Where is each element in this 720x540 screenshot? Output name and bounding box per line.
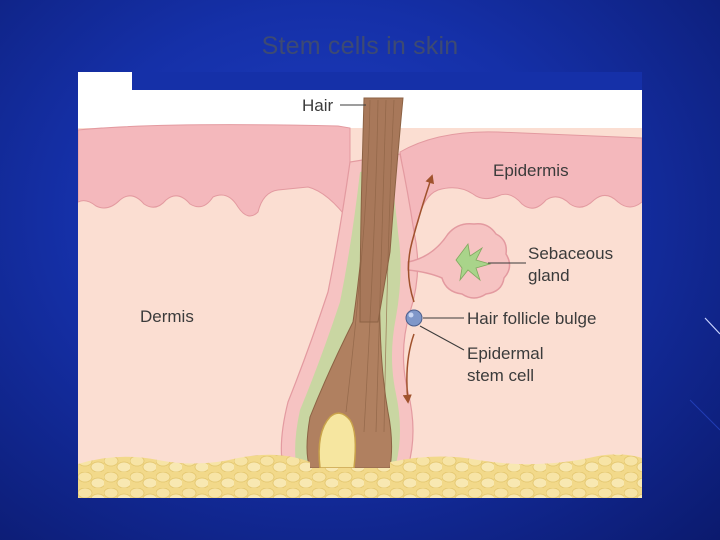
stem-cell-marker (405, 309, 423, 327)
hair-shaft (359, 97, 404, 323)
skin-diagram: Hair Epidermis Sebaceous gland Dermis Ha… (78, 72, 642, 498)
label-sebaceous-line1: Sebaceous (528, 244, 613, 263)
label-stem-line1: Epidermal (467, 344, 544, 363)
label-bulge: Hair follicle bulge (467, 309, 596, 328)
fat-layer (78, 454, 310, 498)
sebaceous-gland (407, 222, 511, 299)
migration-arrow-up (407, 174, 434, 303)
fat-layer-right (390, 454, 642, 498)
dermal-papilla (318, 412, 357, 469)
hair-strand-lines (345, 99, 395, 433)
stem-cell-highlight (408, 312, 414, 318)
skin-cross-section: Hair Epidermis Sebaceous gland Dermis Ha… (78, 72, 642, 498)
fat-layer-center (310, 468, 390, 498)
migration-arrow-down (402, 333, 415, 404)
slide-title: Stem cells in skin (261, 32, 459, 60)
stem-cell-leader-line (419, 325, 465, 351)
label-dermis: Dermis (140, 307, 194, 326)
decorative-line (704, 317, 720, 335)
epidermis-layer-right (399, 131, 642, 234)
label-epidermis: Epidermis (493, 161, 569, 180)
panel-top-strip (132, 72, 642, 90)
label-sebaceous-line2: gland (528, 266, 570, 285)
decorative-line (689, 399, 720, 431)
panel-notch (78, 72, 132, 90)
label-hair: Hair (302, 96, 334, 115)
label-stem-line2: stem cell (467, 366, 534, 385)
